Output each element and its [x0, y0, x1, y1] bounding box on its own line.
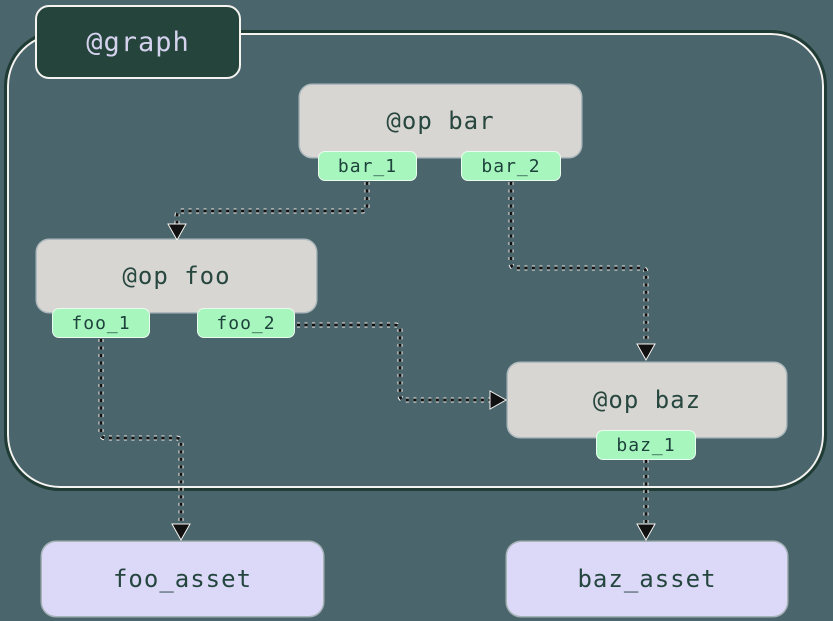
- op-node-foo: @op foo: [37, 240, 316, 312]
- output-label: bar_2: [481, 155, 541, 177]
- edge-foo1-to-foo-asset: [98, 339, 191, 542]
- op-node-baz: @op baz: [508, 363, 786, 437]
- arrowhead-icon: [171, 523, 191, 542]
- output-label: bar_1: [337, 155, 398, 177]
- asset-node-baz-asset: baz_asset: [507, 542, 787, 616]
- graph-label: @graph: [86, 26, 190, 58]
- asset-label: baz_asset: [577, 565, 717, 593]
- output-handle-baz-1: baz_1: [596, 430, 696, 460]
- graph-boundary: [4, 30, 827, 491]
- op-baz-title: @op baz: [592, 386, 702, 414]
- op-foo-title: @op foo: [122, 262, 231, 290]
- edge-foo2-to-baz: [297, 322, 508, 410]
- output-handle-foo-1: foo_1: [52, 308, 150, 338]
- output-label: baz_1: [616, 434, 676, 456]
- edge-bar2-to-baz: [508, 182, 656, 362]
- op-node-bar: @op bar: [300, 85, 581, 157]
- arrowhead-icon: [636, 523, 656, 542]
- output-label: foo_1: [71, 312, 131, 334]
- graph-label-badge: @graph: [35, 5, 241, 79]
- arrowhead-icon: [167, 223, 187, 242]
- edge-baz1-to-baz-asset: [636, 460, 656, 542]
- op-bar-title: @op bar: [386, 107, 495, 135]
- output-handle-bar-2: bar_2: [461, 151, 561, 181]
- edge-bar1-to-foo: [167, 182, 370, 242]
- arrowhead-icon: [636, 343, 656, 362]
- arrowhead-icon: [489, 390, 508, 410]
- asset-node-foo-asset: foo_asset: [42, 542, 323, 616]
- asset-label: foo_asset: [112, 565, 253, 593]
- output-handle-bar-1: bar_1: [318, 151, 417, 181]
- output-label: foo_2: [216, 312, 276, 334]
- output-handle-foo-2: foo_2: [197, 308, 295, 338]
